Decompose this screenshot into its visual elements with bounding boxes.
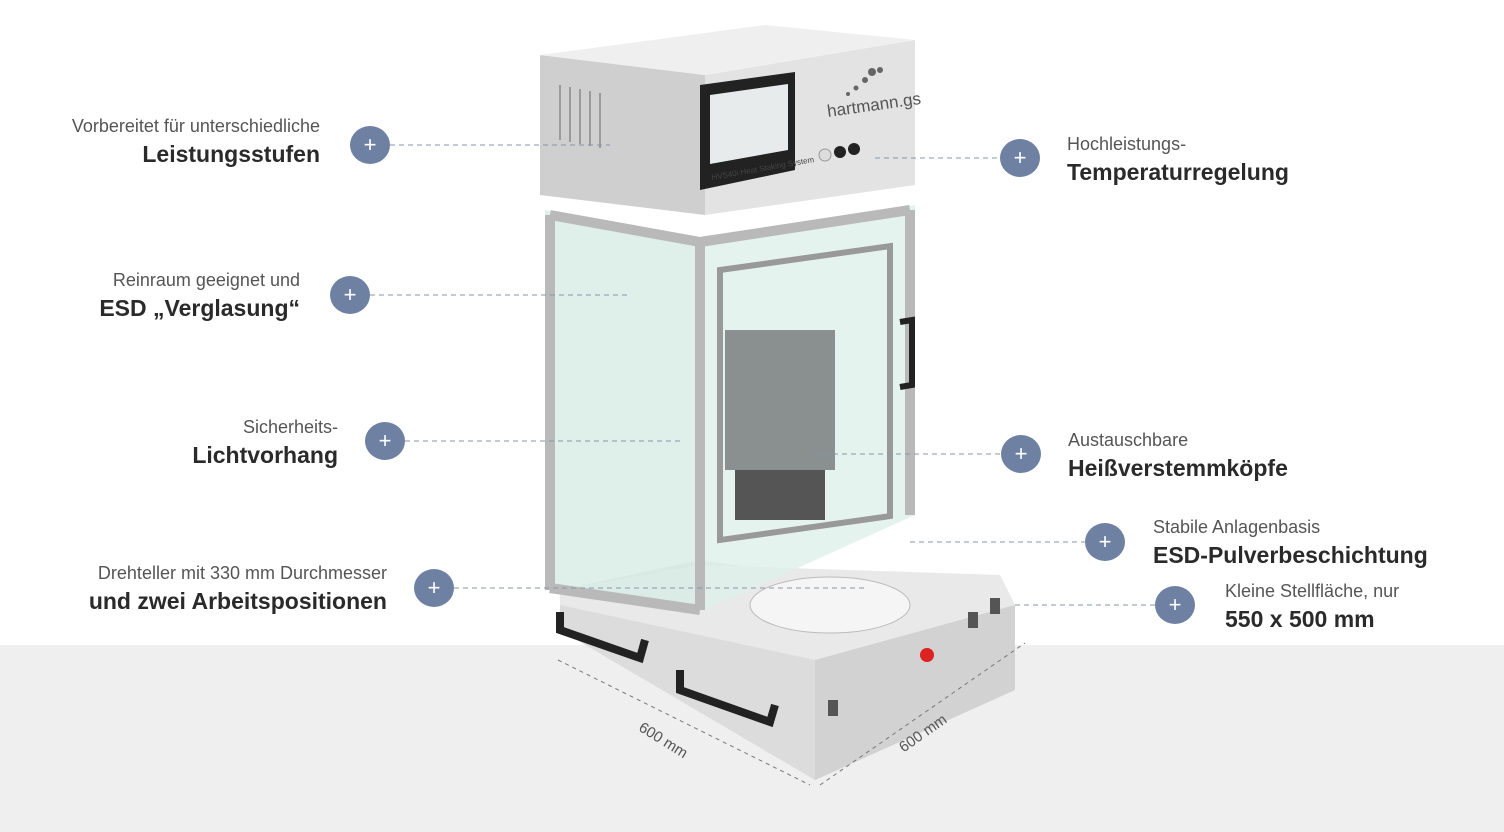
hotspot-lichtvorhang[interactable]: + [365,422,405,460]
hotspot-heissverstemmkoepfe[interactable]: + [1001,435,1041,473]
staking-head [725,330,835,470]
label-temperaturregelung: Hochleistungs-Temperaturregelung [1067,134,1289,185]
label-lichtvorhang: Sicherheits-Lichtvorhang [192,417,338,468]
emergency-stop [920,648,934,662]
plus-icon: + [1013,145,1027,170]
hotspot-temperaturregelung[interactable]: + [1000,139,1040,177]
plus-icon: + [1098,529,1112,554]
handle [556,612,649,664]
hotspot-anlagenbasis[interactable]: + [1085,523,1125,561]
plus-icon: + [1168,592,1182,617]
plus-icon: + [1014,441,1028,466]
hotspot-stellflaeche[interactable]: + [1155,586,1195,624]
hotspot-leistungsstufen[interactable]: + [350,126,390,164]
handle [676,670,779,728]
plus-icon: + [343,282,357,307]
hotspot-drehteller[interactable]: + [414,569,454,607]
turntable [749,576,911,634]
plus-icon: + [427,575,441,600]
control-box-side [540,55,705,215]
plus-icon: + [363,132,377,157]
plus-icon: + [378,428,392,453]
hotspot-verglasung[interactable]: + [330,276,370,314]
